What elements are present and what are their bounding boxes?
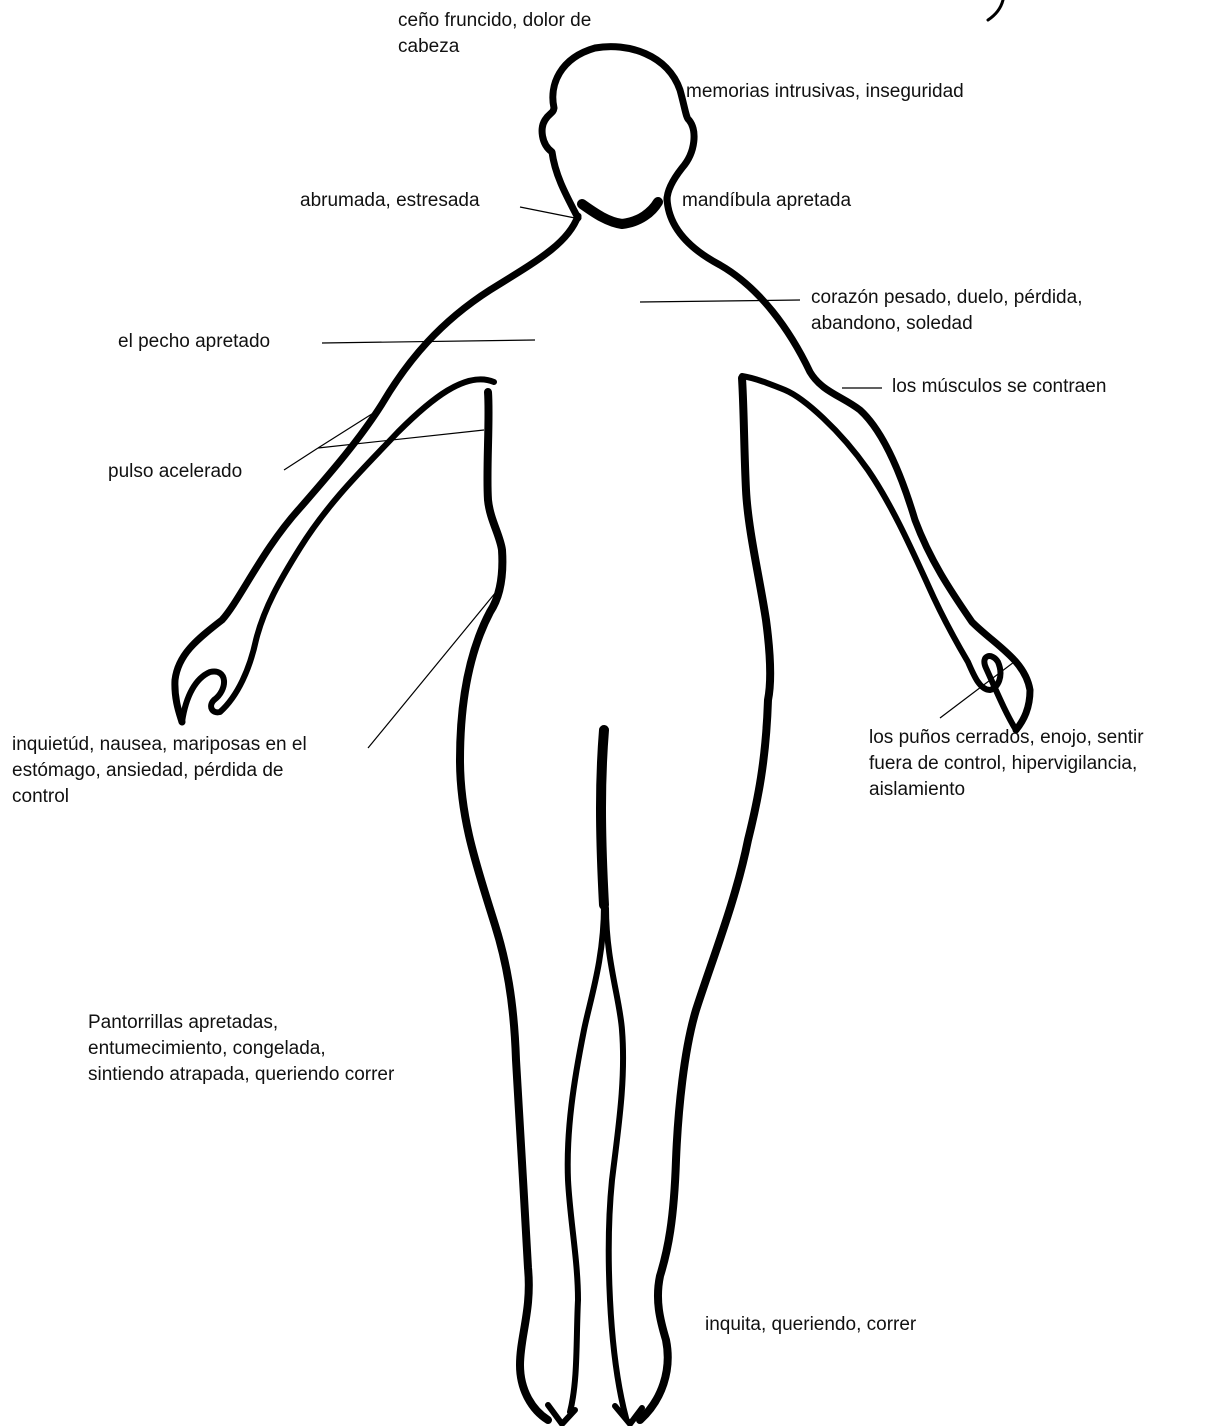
label-heart: corazón pesado, duelo, pérdida,abandono,… bbox=[811, 285, 1082, 337]
leader-stomach bbox=[368, 592, 496, 748]
corner-mark bbox=[988, 0, 1003, 20]
crotch-mark bbox=[601, 730, 604, 905]
label-muscles: los músculos se contraen bbox=[892, 374, 1106, 400]
leader-heart bbox=[640, 300, 800, 302]
right-torso-side bbox=[640, 378, 770, 1420]
head-outline bbox=[542, 47, 694, 218]
left-hand bbox=[182, 379, 494, 722]
leader-pulse-a bbox=[284, 448, 318, 470]
right-arm-outer bbox=[667, 198, 1030, 730]
label-calves: Pantorrillas apretadas,entumecimiento, c… bbox=[88, 1010, 394, 1088]
label-head-right: memorias intrusivas, inseguridad bbox=[686, 79, 964, 105]
label-pulse: pulso acelerado bbox=[108, 459, 242, 485]
left-inner-leg bbox=[568, 905, 604, 1412]
leader-neck bbox=[520, 207, 575, 218]
chin-outline bbox=[582, 202, 658, 224]
right-inner-leg bbox=[606, 908, 626, 1418]
label-neck-left: abrumada, estresada bbox=[300, 188, 480, 214]
left-torso-side bbox=[460, 392, 548, 1420]
label-feet: inquita, queriendo, correr bbox=[705, 1312, 916, 1338]
label-jaw: mandíbula apretada bbox=[682, 188, 851, 214]
label-chest: el pecho apretado bbox=[118, 329, 270, 355]
